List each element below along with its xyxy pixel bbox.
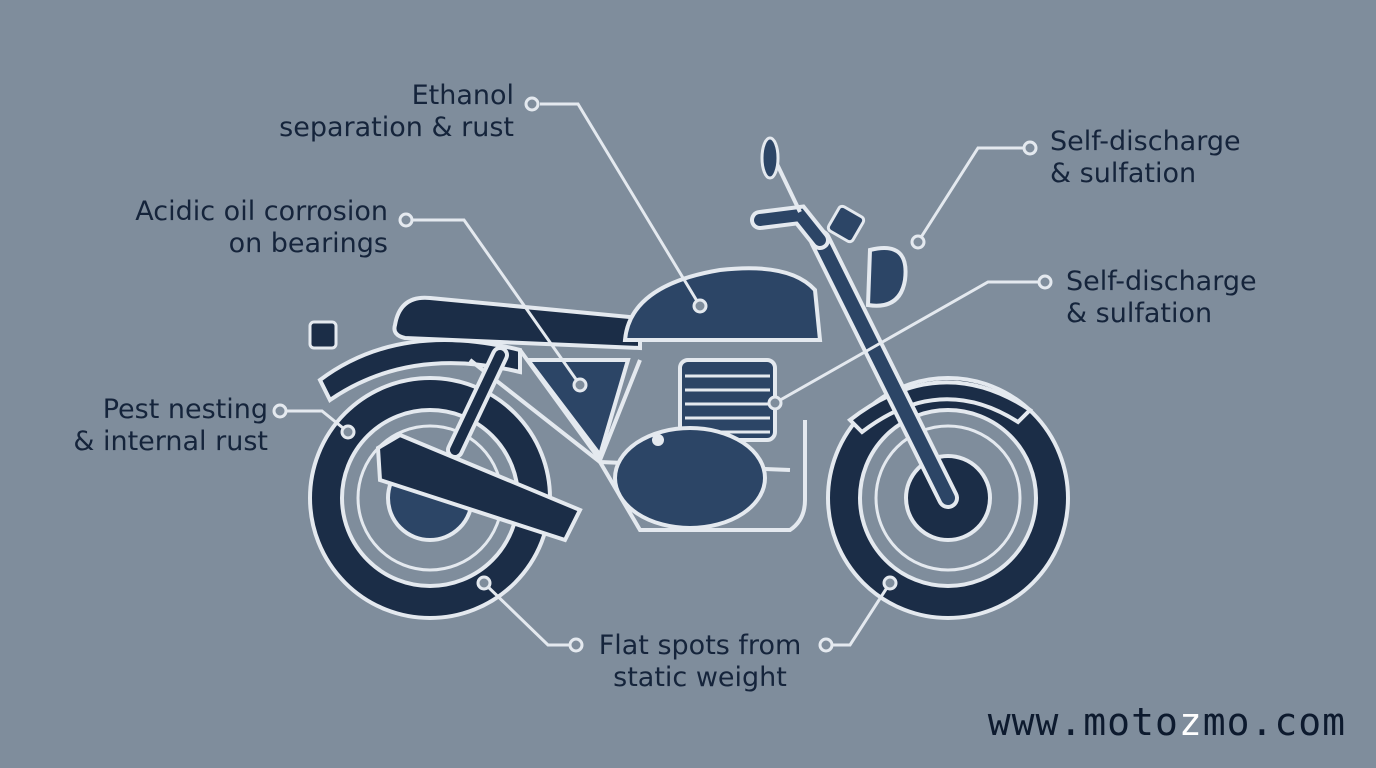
battery-box: [523, 358, 631, 460]
rear-fender: [317, 338, 522, 403]
motorcycle-illustration: [308, 136, 1070, 620]
engine: [613, 358, 777, 530]
exhaust-pipe: [375, 432, 583, 543]
leader-tires-left: [482, 581, 576, 647]
callout-exhaust: Pest nesting & internal rust: [73, 394, 268, 458]
leader-battery-mid: [774, 280, 1045, 405]
callout-tires: Flat spots from static weight: [590, 630, 810, 694]
headlight: [865, 246, 908, 308]
gauge: [826, 204, 866, 244]
fuel-tank: [622, 266, 823, 342]
callout-battery-mid-line2: & sulfation: [1066, 298, 1213, 329]
callout-fuel-tank-line1: Ethanol: [411, 80, 514, 111]
leader-battery-top: [916, 146, 1030, 243]
callout-tires-line2: static weight: [613, 662, 787, 693]
watermark-url: www.motozmo.com: [988, 700, 1346, 744]
callout-oil: Acidic oil corrosion on bearings: [135, 196, 388, 260]
callout-exhaust-line2: & internal rust: [73, 426, 268, 457]
callout-exhaust-line1: Pest nesting: [102, 394, 268, 425]
callout-oil-line1: Acidic oil corrosion: [135, 196, 388, 227]
callout-fuel-tank: Ethanol separation & rust: [279, 80, 514, 144]
mirror: [760, 136, 780, 180]
callout-tires-line1: Flat spots from: [598, 630, 802, 661]
leader-oil: [406, 218, 582, 386]
leader-lines: [280, 102, 1045, 647]
callout-battery-top: Self-discharge & sulfation: [1050, 126, 1241, 190]
callout-battery-top-line2: & sulfation: [1050, 158, 1197, 189]
leader-fuel-tank: [540, 102, 702, 307]
leader-exhaust: [280, 409, 349, 434]
callout-battery-top-line1: Self-discharge: [1050, 126, 1241, 157]
callout-battery-mid: Self-discharge & sulfation: [1066, 266, 1257, 330]
leader-dots: [272, 96, 1053, 653]
seat: [392, 295, 642, 351]
watermark-post: mo.com: [1202, 700, 1346, 744]
watermark-pre: www.moto: [987, 700, 1179, 744]
callout-oil-line2: on bearings: [228, 228, 388, 259]
leader-tires-right: [826, 582, 892, 647]
watermark-mid: z: [1178, 700, 1203, 744]
tail-light: [308, 320, 338, 350]
callout-battery-mid-line1: Self-discharge: [1066, 266, 1257, 297]
callout-fuel-tank-line2: separation & rust: [279, 112, 514, 143]
